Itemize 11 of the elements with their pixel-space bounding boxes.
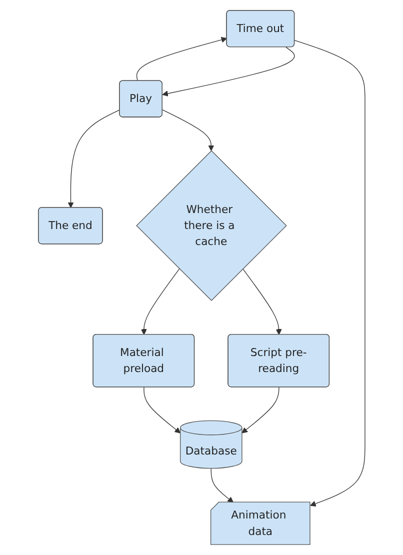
arrow (143, 386, 180, 434)
arrow (294, 40, 366, 506)
node-diamond: Whether there is a cache (136, 150, 287, 302)
arrow (162, 109, 214, 152)
arrow (162, 46, 295, 96)
arrow (136, 36, 227, 82)
arrow (242, 268, 282, 335)
arrow (68, 109, 120, 208)
arrow (140, 268, 180, 335)
arrow (210, 468, 234, 503)
arrow (242, 386, 280, 434)
